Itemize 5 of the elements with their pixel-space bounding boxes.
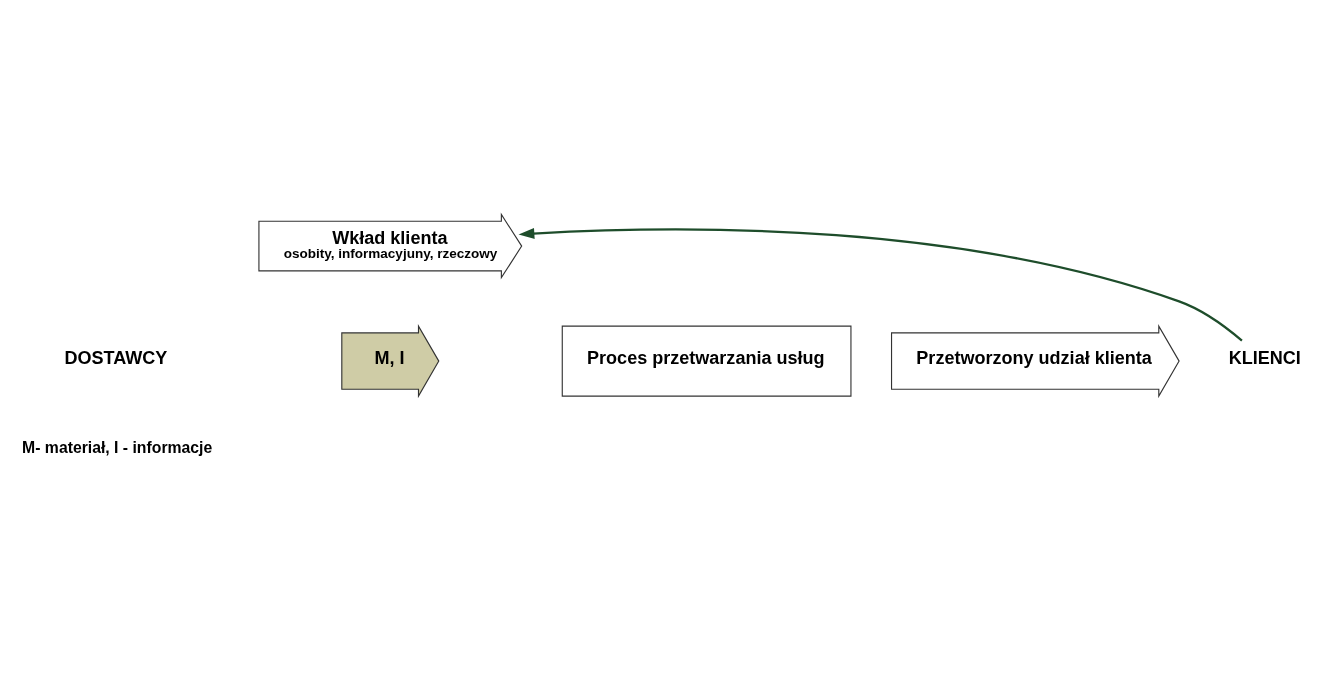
node-text: KLIENCI — [1228, 347, 1301, 368]
arrow — [518, 227, 1243, 341]
node-text: DOSTAWCY — [64, 347, 168, 368]
label: M- materiał, I - informacje — [22, 438, 213, 456]
node-box: Proces przetwarzania usług — [561, 325, 852, 397]
